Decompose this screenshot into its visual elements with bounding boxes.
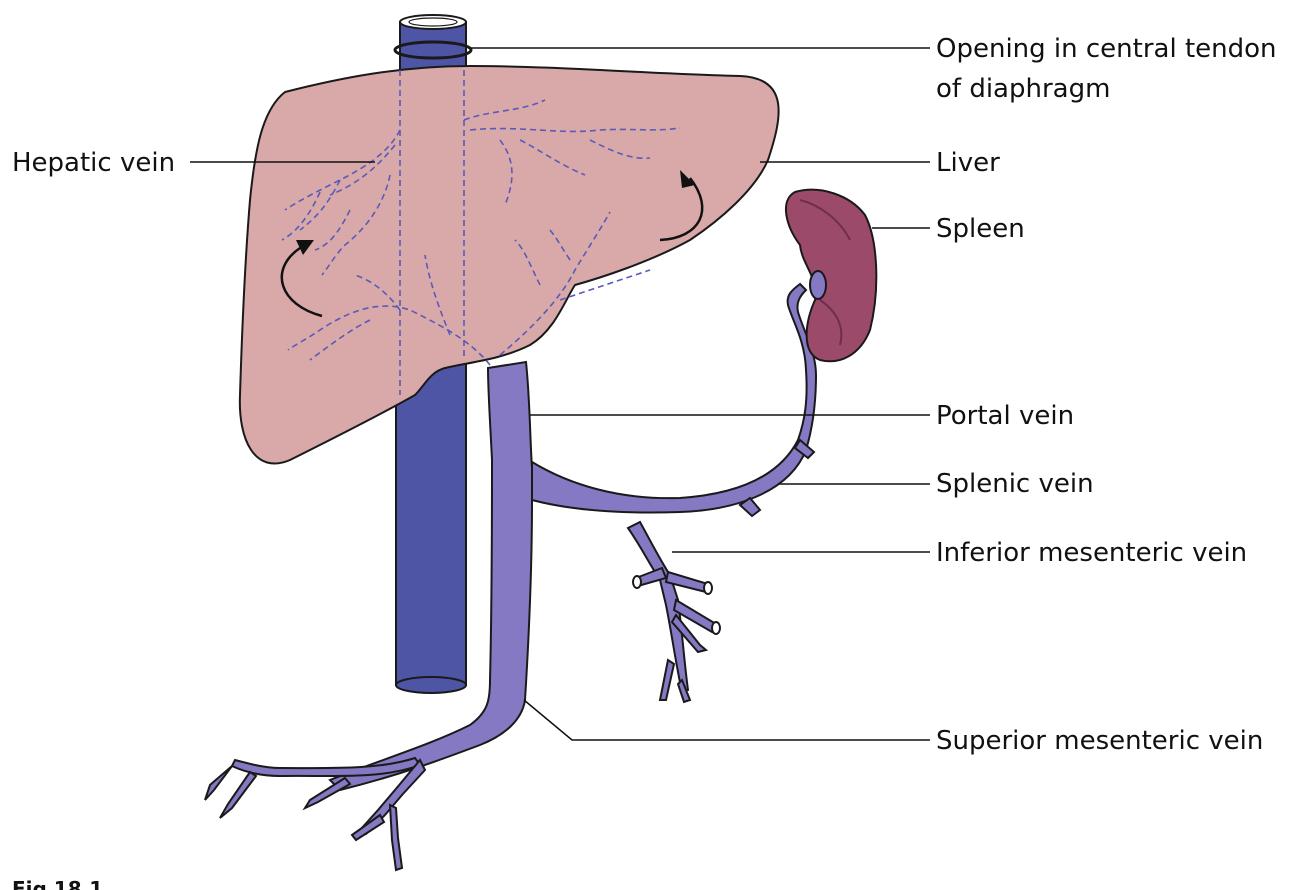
label-diaphragm-opening-line2: of diaphragm (936, 74, 1110, 104)
label-spleen: Spleen (936, 214, 1025, 244)
portal-vein-branches-lower (287, 211, 651, 366)
spleen (784, 188, 878, 363)
portal-vein-branches-liver (463, 99, 681, 206)
portal-vein (328, 360, 533, 792)
label-diaphragm-opening-line1: Opening in central tendon (936, 34, 1277, 64)
vena-cava-dashed (399, 70, 465, 395)
inferior-vena-cava (395, 349, 467, 694)
splenic-vein (531, 282, 818, 514)
label-liver: Liver (936, 148, 1000, 178)
label-splenic-vein: Splenic vein (936, 469, 1094, 499)
flow-arrows (280, 170, 704, 318)
label-hepatic-vein: Hepatic vein (12, 148, 175, 178)
leader-lines (190, 47, 930, 741)
liver (238, 64, 780, 465)
label-portal-vein: Portal vein (936, 401, 1074, 431)
hepatic-vein-branches (281, 129, 401, 276)
figure-caption: Fig 18.1 (12, 877, 103, 890)
label-inferior-mesenteric-vein: Inferior mesenteric vein (936, 538, 1247, 568)
portal-venous-system (204, 282, 818, 872)
label-superior-mesenteric-vein: Superior mesenteric vein (936, 726, 1263, 756)
